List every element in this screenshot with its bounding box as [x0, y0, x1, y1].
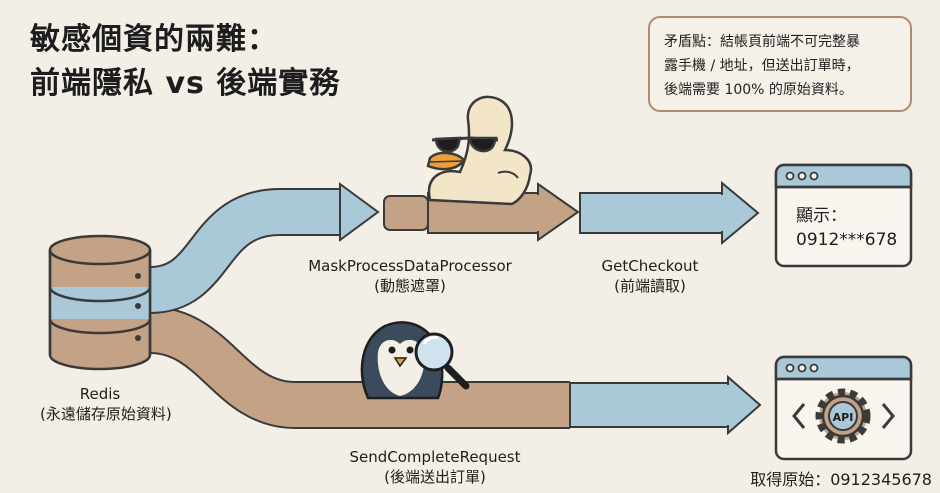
mask-name: MaskProcessDataProcessor — [308, 257, 512, 275]
display-label: 顯示： — [796, 206, 847, 226]
note-line-2: 露手機 / 地址，但送出訂單時， — [664, 58, 860, 74]
redis-sub: (永遠儲存原始資料) — [40, 405, 172, 423]
raw-value-footer: 取得原始：0912345678 — [750, 470, 932, 489]
api-gear-icon — [815, 388, 871, 444]
send-sub: (後端送出訂單) — [384, 468, 486, 486]
api-icon-text: API — [833, 411, 854, 424]
mask-sub: (動態遮罩) — [374, 277, 446, 295]
title-line-1: 敏感個資的兩難： — [30, 22, 278, 57]
contradiction-note: 矛盾點：結帳頁前端不可完整暴 露手機 / 地址，但送出訂單時， 後端需要 100… — [648, 16, 912, 112]
title-line-2: 前端隱私 vs 後端實務 — [30, 66, 341, 101]
display-value: 0912***678 — [796, 230, 898, 250]
browser-window-icon — [774, 163, 913, 268]
redis-label: Redis (永遠儲存原始資料) — [40, 384, 172, 424]
database-icon — [48, 234, 152, 371]
browser-display: 顯示： 0912***678 — [796, 204, 897, 252]
checkout-label: GetCheckout (前端讀取) — [575, 256, 725, 296]
magnifier-icon — [414, 332, 470, 390]
api-window-icon — [774, 355, 913, 461]
frontend-flow-arrow — [148, 180, 760, 314]
send-request-label: SendCompleteRequest (後端送出訂單) — [325, 447, 545, 487]
page-title: 敏感個資的兩難： 前端隱私 vs 後端實務 — [30, 18, 340, 106]
checkout-name: GetCheckout — [601, 257, 699, 275]
note-line-1: 矛盾點：結帳頁前端不可完整暴 — [664, 34, 860, 50]
duck-mascot-icon — [426, 95, 533, 206]
mask-connector-block — [383, 195, 429, 231]
redis-name: Redis — [79, 385, 121, 403]
mask-processor-label: MaskProcessDataProcessor (動態遮罩) — [280, 256, 540, 296]
send-name: SendCompleteRequest — [349, 448, 521, 466]
note-line-3: 後端需要 100% 的原始資料。 — [664, 82, 853, 98]
checkout-sub: (前端讀取) — [614, 277, 686, 295]
backend-flow-arrow — [148, 306, 762, 436]
